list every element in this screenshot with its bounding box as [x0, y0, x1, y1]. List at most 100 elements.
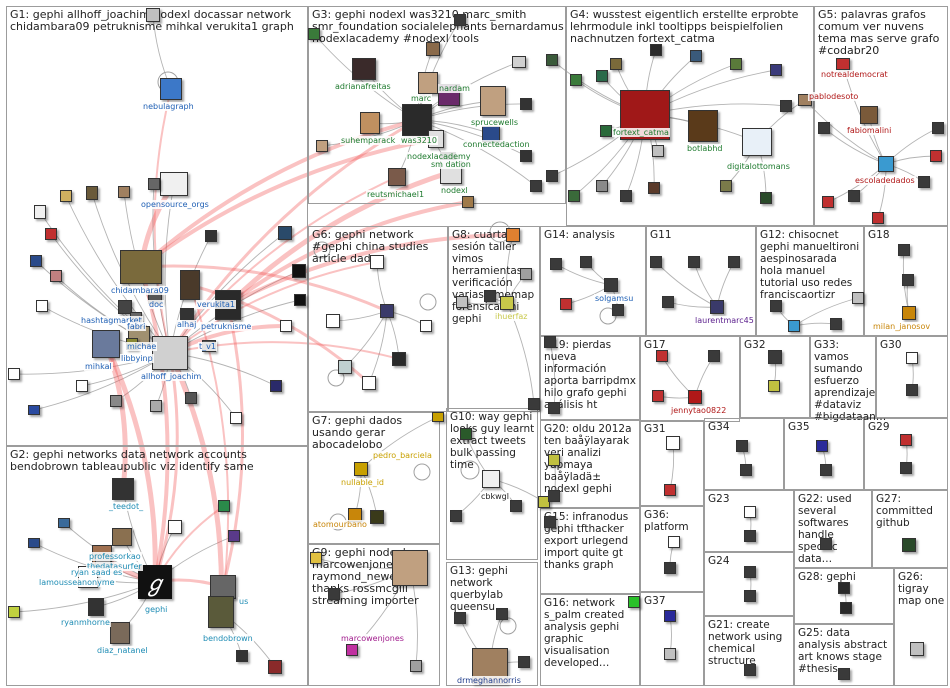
vertex-label[interactable]: nodexl — [440, 186, 469, 195]
vertex-label[interactable]: reutsmichael1 — [366, 190, 426, 199]
vertex-avatar[interactable] — [88, 598, 104, 616]
vertex-label[interactable]: marcowenjones — [340, 634, 405, 643]
vertex-avatar[interactable] — [544, 336, 556, 348]
vertex-avatar[interactable] — [668, 536, 680, 548]
vertex-avatar[interactable] — [354, 462, 368, 476]
vertex-avatar[interactable] — [36, 300, 48, 312]
vertex-avatar[interactable] — [902, 306, 916, 320]
vertex-avatar[interactable] — [656, 350, 668, 362]
vertex-avatar[interactable] — [744, 590, 756, 602]
vertex-avatar[interactable] — [848, 190, 860, 202]
vertex-avatar[interactable] — [236, 650, 248, 662]
vertex-avatar[interactable] — [910, 642, 924, 656]
vertex-avatar[interactable] — [346, 644, 358, 656]
vertex-avatar[interactable] — [652, 390, 664, 402]
vertex-avatar[interactable] — [918, 176, 930, 188]
vertex-avatar[interactable] — [528, 398, 540, 410]
vertex-avatar[interactable] — [744, 506, 756, 518]
vertex-avatar[interactable] — [462, 196, 474, 208]
vertex-avatar[interactable] — [185, 392, 197, 404]
vertex-avatar[interactable] — [648, 182, 660, 194]
vertex-label[interactable]: ryan saad es — [70, 568, 124, 577]
vertex-avatar[interactable] — [392, 550, 428, 586]
vertex-avatar[interactable] — [820, 538, 832, 550]
vertex-avatar[interactable] — [456, 296, 468, 308]
vertex-avatar[interactable] — [294, 294, 306, 306]
vertex-label[interactable]: doc — [148, 300, 165, 309]
vertex-avatar[interactable] — [484, 290, 496, 302]
vertex-avatar[interactable] — [92, 330, 120, 358]
vertex-label[interactable]: ryanmhorne — [60, 618, 111, 627]
vertex-label[interactable]: nodexlacademy — [406, 152, 472, 161]
vertex-avatar[interactable] — [8, 368, 20, 380]
vertex-label[interactable]: pedro_barciela — [372, 451, 433, 460]
vertex-avatar[interactable] — [688, 110, 718, 142]
vertex-avatar[interactable] — [560, 298, 572, 310]
vertex-avatar[interactable] — [788, 320, 800, 332]
vertex-avatar[interactable] — [278, 226, 292, 240]
vertex-avatar[interactable] — [496, 608, 508, 620]
vertex-avatar[interactable] — [768, 380, 780, 392]
vertex-label[interactable]: escoladedados — [854, 176, 916, 185]
vertex-label[interactable]: chidambara09 — [110, 286, 170, 295]
vertex-avatar[interactable] — [768, 350, 782, 364]
vertex-avatar[interactable] — [612, 304, 624, 316]
vertex-label[interactable]: nebulagraph — [142, 102, 195, 111]
vertex-avatar[interactable] — [338, 360, 352, 374]
vertex-avatar[interactable] — [112, 478, 134, 500]
vertex-avatar[interactable] — [230, 412, 242, 424]
vertex-avatar[interactable] — [482, 470, 500, 488]
vertex-avatar[interactable] — [118, 300, 132, 314]
vertex-avatar[interactable] — [568, 190, 580, 202]
vertex-avatar[interactable] — [898, 244, 910, 256]
vertex-avatar[interactable] — [148, 178, 160, 190]
vertex-avatar[interactable] — [392, 352, 406, 366]
vertex-avatar[interactable] — [650, 256, 662, 268]
vertex-label[interactable]: solgamsu — [594, 294, 635, 303]
vertex-avatar[interactable] — [512, 56, 526, 68]
vertex-avatar[interactable] — [728, 256, 740, 268]
vertex-label[interactable]: drmeghannorris — [456, 676, 522, 685]
vertex-avatar[interactable] — [420, 320, 432, 332]
vertex-label[interactable]: michae — [126, 342, 158, 351]
vertex-avatar[interactable] — [604, 278, 618, 292]
vertex-avatar[interactable] — [830, 318, 842, 330]
vertex-avatar[interactable] — [500, 296, 514, 310]
vertex-label[interactable]: pablodesoto — [808, 92, 860, 101]
vertex-avatar[interactable] — [596, 180, 608, 192]
vertex-avatar[interactable] — [628, 596, 640, 608]
vertex-label[interactable]: cbkwgl — [480, 492, 510, 501]
vertex-avatar[interactable] — [666, 436, 680, 450]
vertex-avatar[interactable] — [838, 668, 850, 680]
vertex-label[interactable]: gephi — [144, 605, 169, 614]
vertex-avatar[interactable] — [744, 566, 756, 578]
vertex-label[interactable]: diaz_natanel — [96, 646, 149, 655]
vertex-avatar[interactable] — [50, 270, 62, 282]
vertex-avatar[interactable] — [872, 212, 884, 224]
vertex-label[interactable]: laurentmarc45 — [694, 316, 755, 325]
vertex-avatar[interactable] — [160, 78, 182, 100]
vertex-avatar[interactable] — [268, 660, 282, 674]
vertex-avatar[interactable] — [900, 434, 912, 446]
vertex-avatar[interactable] — [600, 125, 612, 137]
vertex-avatar[interactable] — [530, 180, 542, 192]
vertex-avatar[interactable] — [610, 58, 622, 70]
vertex-avatar[interactable] — [454, 612, 466, 624]
vertex-avatar[interactable] — [770, 64, 782, 76]
vertex-avatar[interactable] — [270, 380, 282, 392]
vertex-avatar[interactable] — [580, 256, 592, 268]
vertex-avatar[interactable] — [708, 350, 720, 362]
vertex-avatar[interactable] — [664, 484, 676, 496]
vertex-avatar[interactable] — [906, 384, 918, 396]
vertex-avatar[interactable] — [58, 518, 70, 528]
vertex-avatar[interactable] — [180, 308, 194, 320]
vertex-avatar[interactable] — [902, 538, 916, 552]
vertex-avatar[interactable] — [110, 395, 122, 407]
vertex-avatar[interactable] — [370, 255, 384, 269]
vertex-avatar[interactable] — [664, 562, 676, 574]
vertex-avatar[interactable] — [688, 256, 700, 268]
vertex-avatar[interactable] — [518, 656, 530, 668]
vertex-avatar[interactable] — [402, 104, 432, 136]
vertex-avatar[interactable] — [152, 336, 188, 370]
vertex-label[interactable]: fortext_catma — [612, 128, 670, 137]
